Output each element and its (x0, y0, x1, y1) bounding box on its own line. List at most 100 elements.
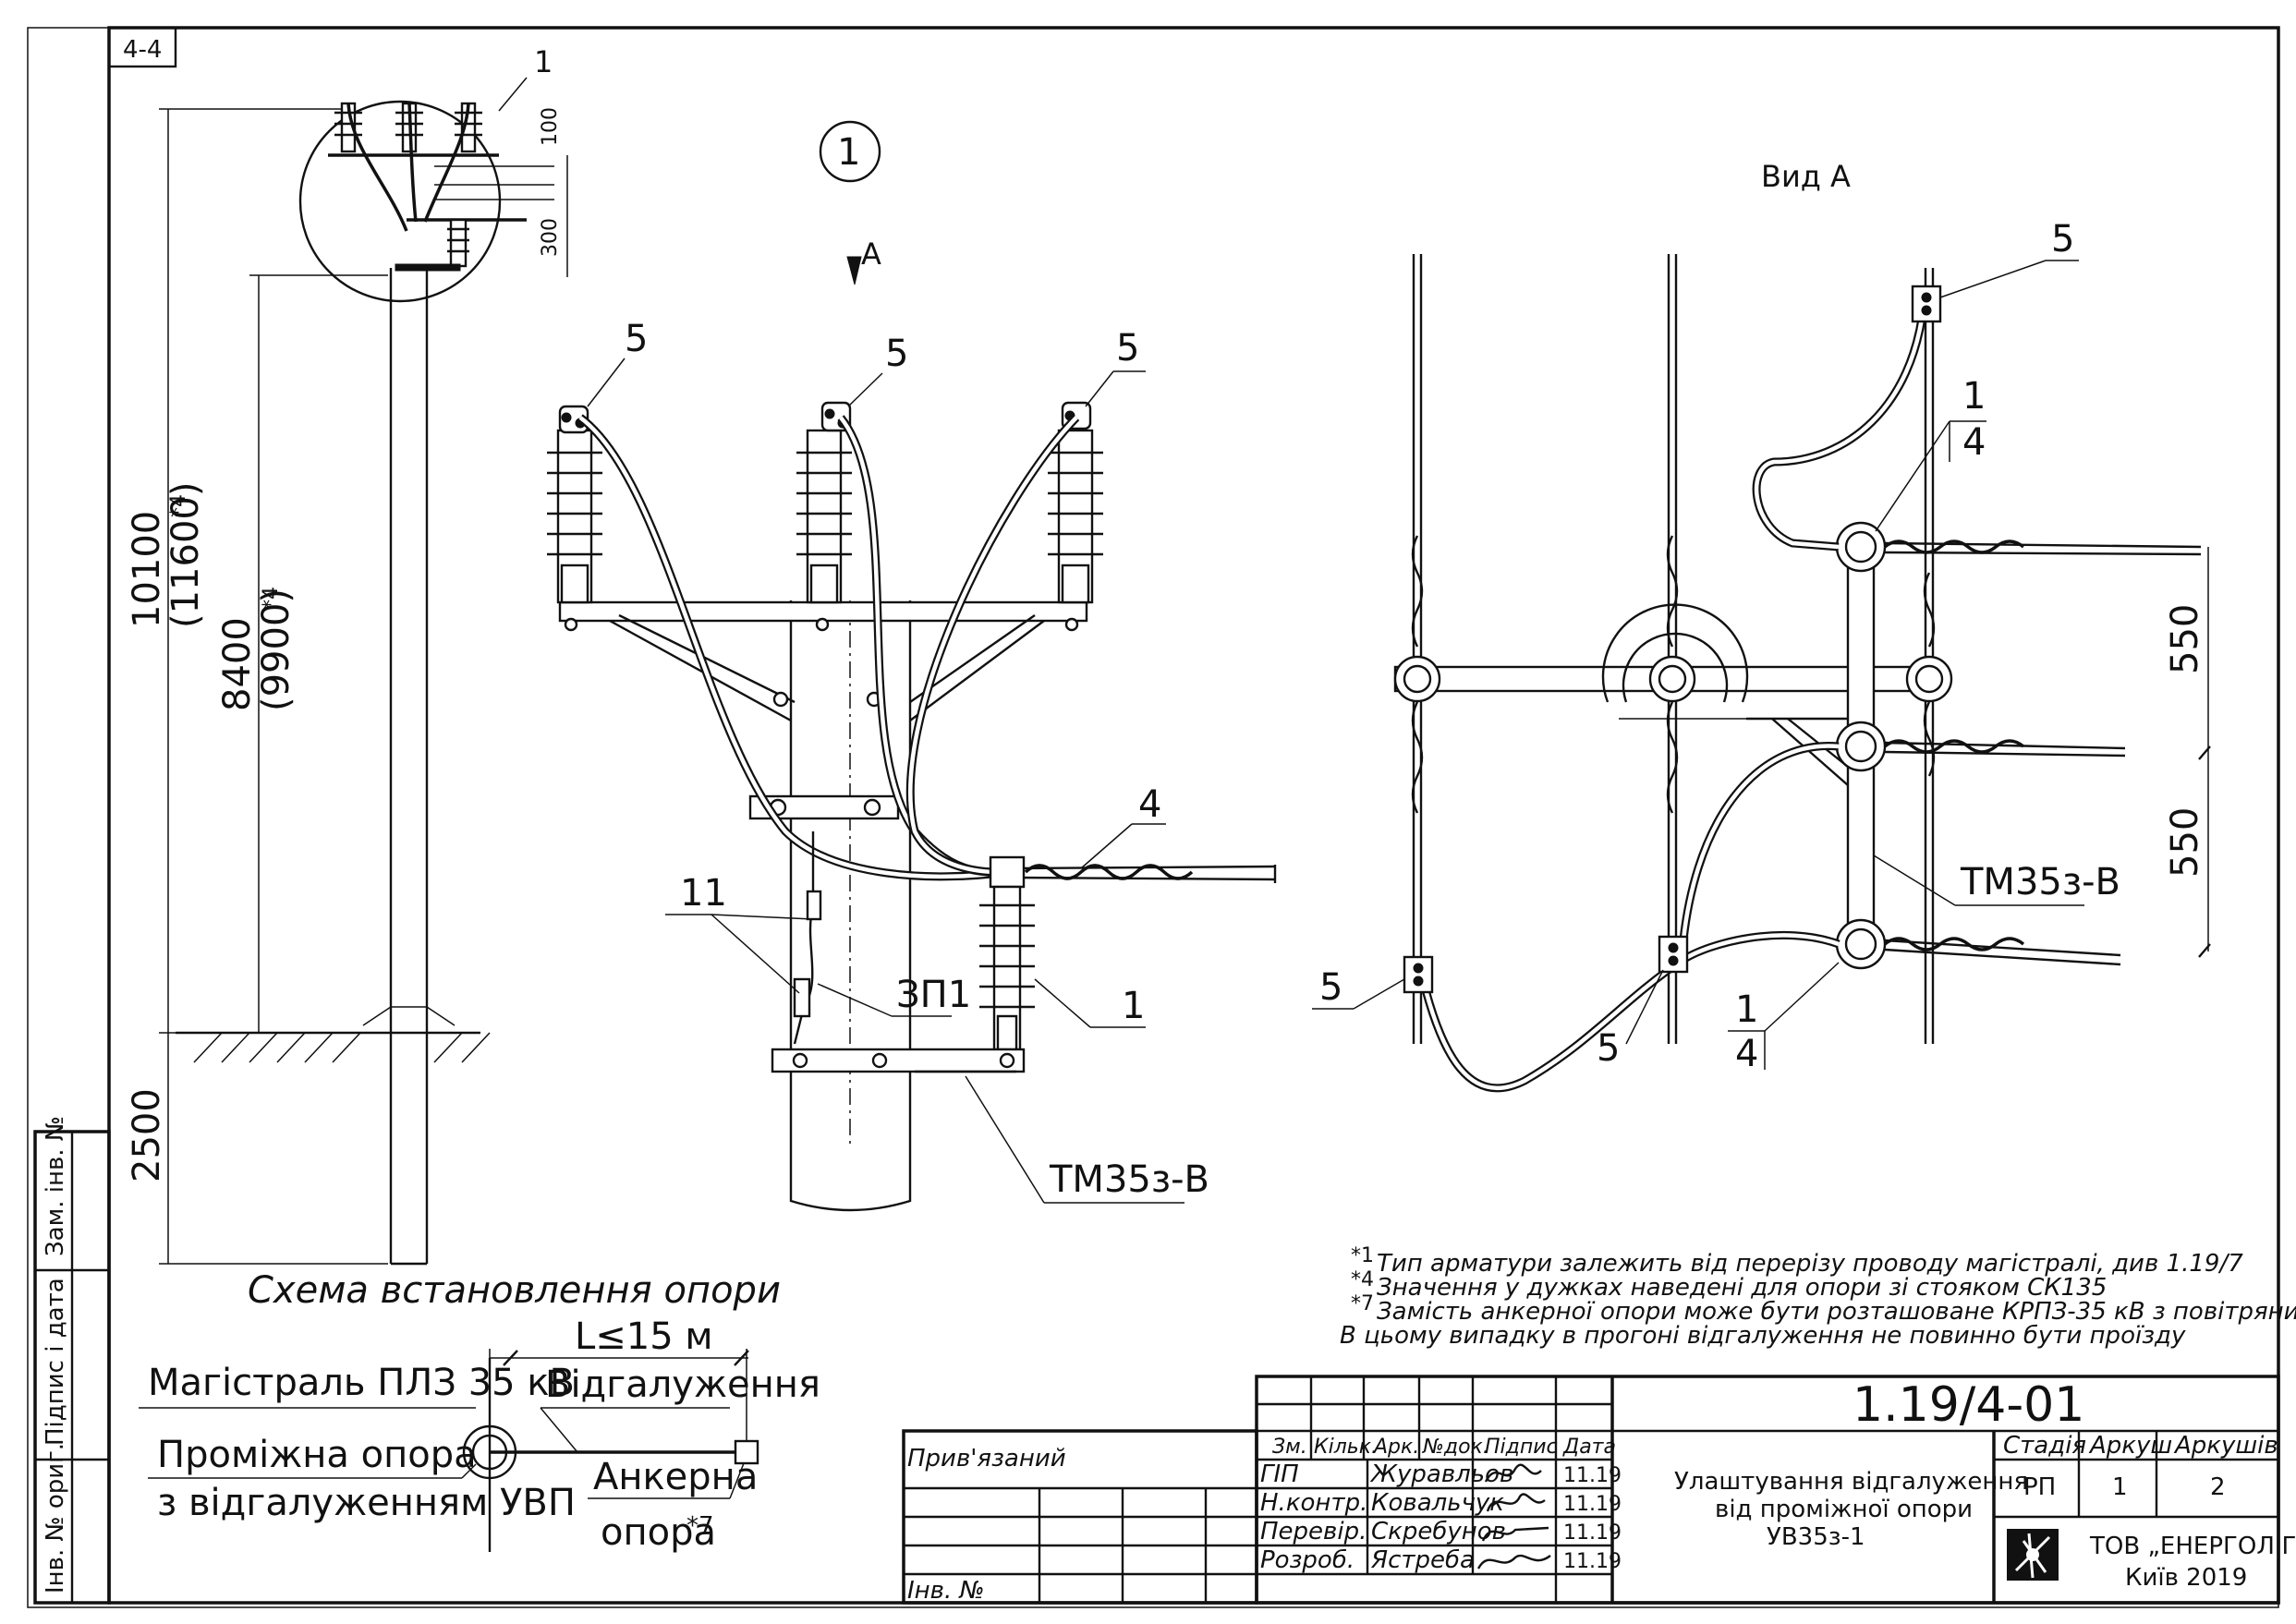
notes: *1 Тип арматури залежить від перерізу пр… (1340, 1244, 2296, 1350)
tb-sheets-header: Аркушів (2173, 1432, 2278, 1460)
company-logo (2007, 1529, 2059, 1581)
dim-burial: 2500 (126, 1088, 168, 1182)
tb-row4-role: Розроб. (1260, 1546, 1355, 1574)
dim-total-height-alt: (11600) (164, 482, 207, 628)
va-label-5-bottom: 5 (1597, 1027, 1620, 1070)
signature-1 (1484, 1463, 1542, 1483)
view-a: Вид А (1312, 159, 2211, 1093)
view-a-title: Вид А (1761, 159, 1851, 194)
insulator-branch (979, 855, 1035, 1051)
tb-h-ndok: №док. (1422, 1436, 1489, 1459)
corner-tag: 4-4 (123, 36, 162, 64)
scheme-anchor-1: Анкерна (593, 1456, 758, 1498)
tb-row3-role: Перевір. (1260, 1518, 1367, 1545)
scheme-intermediate-2: з відгалуженням УВП (157, 1482, 576, 1524)
scheme-anchor-2: опора (601, 1511, 716, 1554)
pole-elevation: 1 100 300 10100 (11600) *4 8400 (9900) *… (126, 44, 568, 1266)
corner-tag-box (107, 26, 177, 68)
va-label-1-top: 1 (1962, 375, 1986, 418)
tb-h-data: Дата (1562, 1436, 1616, 1459)
tb-row1-date: 11.19 (1563, 1464, 1622, 1487)
tb-city-year: Київ 2019 (2125, 1564, 2247, 1592)
tb-h-pidpys: Підпис (1485, 1436, 1558, 1459)
dim-top-300: 300 (539, 218, 562, 257)
tb-row2-date: 11.19 (1563, 1493, 1622, 1516)
va-label-5-left: 5 (1319, 966, 1342, 1009)
va-label-4-top: 4 (1962, 421, 1986, 464)
tb-desc-2: від проміжної опори (1715, 1496, 1973, 1523)
dim-total-height-star: *4 (167, 494, 190, 517)
view-callout-circle (819, 120, 881, 183)
va-label-5-top: 5 (2051, 218, 2074, 261)
dim-attach-height: 8400 (216, 617, 259, 711)
dim-attach-height-alt: (9900) (255, 588, 298, 711)
tb-row3-date: 11.19 (1563, 1521, 1622, 1545)
side-stamp-pidpys: Підпис і дата (42, 1278, 69, 1446)
signature-2 (1486, 1493, 1546, 1512)
label-5-right: 5 (1116, 327, 1139, 370)
view-callout-number: 1 (837, 131, 860, 174)
insulator-middle (796, 401, 852, 604)
tb-row3-name: Скребунов (1371, 1518, 1506, 1545)
main-view: 1 А (547, 120, 1277, 1212)
tb-desc-1: Улаштування відгалуження (1674, 1468, 2028, 1496)
tb-row2-name: Ковальчук (1371, 1489, 1504, 1517)
tb-h-ark: Арк. (1372, 1436, 1419, 1459)
tb-h-zm: Зм. (1272, 1436, 1307, 1459)
tb-stage-header: Стадія (2003, 1432, 2086, 1460)
side-stamp-inv: Інв. № ориг. (42, 1443, 69, 1594)
dim-total-height: 10100 (126, 511, 168, 628)
scheme-span-length: L≤15 м (575, 1315, 713, 1358)
label-zp1: ЗП1 (896, 974, 971, 1016)
label-4-main: 4 (1138, 783, 1161, 826)
anchor-pole-mark (734, 1439, 759, 1465)
label-5-middle: 5 (885, 333, 908, 375)
tb-row1-role: ГІП (1260, 1460, 1299, 1488)
scheme-intermediate-1: Проміжна опора (157, 1434, 477, 1476)
label-tm-main: ТМ35з-В (1049, 1158, 1209, 1201)
va-label-tm: ТМ35з-В (1960, 861, 2120, 903)
view-arrow-label: А (861, 236, 881, 272)
note-2: Значення у дужках наведені для опори зі … (1377, 1274, 2107, 1302)
note-3-mark: *7 (1351, 1292, 1374, 1315)
tb-doc-code: 1.19/4-01 (1853, 1377, 2084, 1433)
tb-h-kilk: Кільк. (1314, 1436, 1378, 1459)
signature-3 (1481, 1526, 1549, 1542)
note-4: В цьому випадку в прогоні відгалуження н… (1340, 1322, 2186, 1350)
title-block: Прив'язаний Інв. № Зм. Кільк. Арк. №док.… (902, 1375, 2296, 1605)
dim-top-100: 100 (539, 107, 562, 146)
scheme-main-line: Магістраль ПЛЗ 35 кВ (148, 1362, 575, 1404)
tb-row2-role: Н.контр. (1260, 1489, 1367, 1517)
insulator-left (547, 405, 602, 604)
dim-span-1: 550 (2164, 604, 2206, 674)
note-3: Замість анкерної опори може бути розташо… (1377, 1298, 2296, 1326)
tb-stage: РП (2023, 1473, 2056, 1501)
note-2-mark: *4 (1351, 1268, 1374, 1291)
dim-span-2: 550 (2164, 807, 2206, 878)
note-1-mark: *1 (1351, 1244, 1374, 1267)
detail-circle (298, 100, 502, 303)
dim-attach-height-star: *4 (260, 587, 283, 610)
detail-callout: 1 (534, 44, 553, 79)
va-label-4-bottom: 4 (1735, 1033, 1758, 1075)
tb-sheets: 2 (2210, 1473, 2226, 1501)
insulator-right (1048, 401, 1103, 604)
side-stamp-zam: Зам. інв. № (42, 1116, 69, 1256)
note-1: Тип арматури залежить від перерізу прово… (1377, 1250, 2243, 1278)
scheme-anchor-star: *7 (686, 1512, 714, 1540)
tb-company: ТОВ „ЕНЕРГОЛІГА" (2089, 1533, 2296, 1560)
va-label-1-bottom: 1 (1735, 988, 1758, 1031)
tb-inv-no: Інв. № (907, 1577, 985, 1605)
signature-4 (1476, 1554, 1551, 1569)
tb-row4-name: Ястреба (1370, 1546, 1475, 1574)
scheme-branch: Відгалуження (545, 1363, 820, 1406)
label-5-left: 5 (625, 318, 648, 360)
scheme-title: Схема встановлення опори (248, 1269, 781, 1312)
tb-pryvyazanyi: Прив'язаний (907, 1445, 1066, 1473)
label-11: 11 (680, 872, 727, 915)
branch-scheme: L≤15 м Магістраль ПЛЗ 35 кВ Відгалуження… (139, 1315, 820, 1554)
tb-desc-3: УВ35з-1 (1767, 1523, 1865, 1551)
detail-insulators (328, 102, 554, 272)
side-stamp: Зам. інв. № Підпис і дата Інв. № ориг. (33, 1116, 111, 1605)
